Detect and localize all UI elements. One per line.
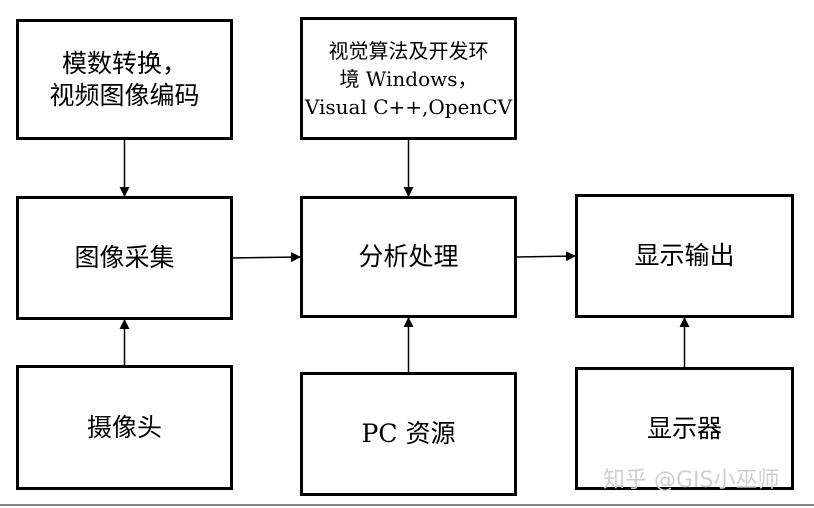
node-algo-line-1: 视觉算法及开发环 bbox=[328, 38, 489, 63]
node-pc-resources: PC 资源 bbox=[300, 372, 517, 496]
arrow-process-to-output bbox=[516, 251, 576, 262]
node-adc-line-1: 模数转换， bbox=[61, 49, 187, 79]
node-capture-label: 图像采集 bbox=[74, 243, 175, 273]
node-pc-label: PC 资源 bbox=[361, 419, 456, 449]
node-algo-line-2: 境 Windows， bbox=[339, 66, 478, 91]
node-display-label: 显示器 bbox=[646, 413, 722, 443]
node-monitor: 显示器 bbox=[575, 367, 794, 490]
bottom-divider bbox=[0, 504, 814, 506]
watermark: 知乎 @GIS小巫师 bbox=[603, 468, 780, 493]
node-output-label: 显示输出 bbox=[634, 241, 735, 271]
node-algo-line-3: Visual C++,OpenCV bbox=[304, 94, 513, 119]
node-analysis-processing: 分析处理 bbox=[300, 196, 517, 318]
node-vision-algorithm: 视觉算法及开发环 境 Windows， Visual C++,OpenCV bbox=[300, 17, 517, 140]
node-display-output: 显示输出 bbox=[575, 194, 794, 318]
node-process-label: 分析处理 bbox=[358, 242, 459, 272]
node-camera: 摄像头 bbox=[16, 365, 233, 490]
node-image-capture: 图像采集 bbox=[16, 196, 233, 320]
node-camera-label: 摄像头 bbox=[86, 412, 162, 442]
node-adc-line-2: 视频图像编码 bbox=[49, 80, 200, 110]
arrow-capture-to-process bbox=[232, 252, 301, 263]
node-adc-encoding: 模数转换， 视频图像编码 bbox=[16, 19, 233, 140]
